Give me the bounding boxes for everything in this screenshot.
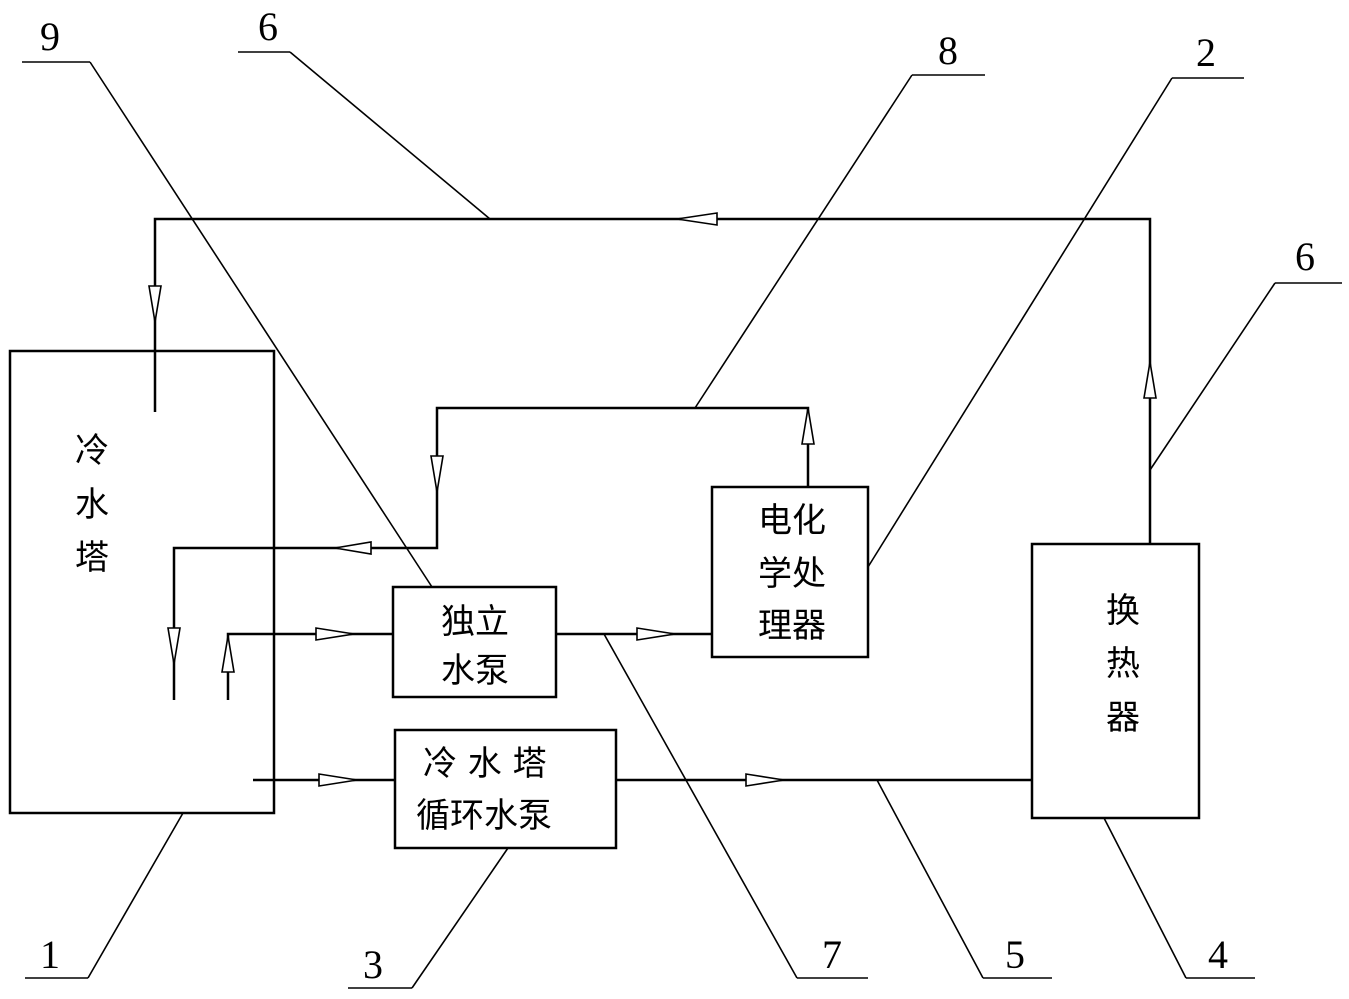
circulation-pump-label-1: 冷 水 塔: [423, 744, 547, 784]
heat-exchanger-box: [1030, 542, 1201, 820]
flow-arrow-icon: [318, 773, 358, 787]
flow-arrow-icon: [676, 212, 718, 226]
ref-number-6-right: 6: [1295, 234, 1315, 279]
flow-arrow-icon: [1143, 361, 1157, 399]
ref-number-2: 2: [1196, 30, 1216, 75]
flow-arrow-icon: [315, 627, 355, 641]
leader-3: [411, 847, 509, 989]
leader-2: [867, 77, 1173, 568]
leader-5: [876, 779, 984, 979]
ref-number-6-top: 6: [258, 4, 278, 49]
leader-6-right: [1149, 282, 1276, 471]
ref-number-1: 1: [40, 932, 60, 977]
circulation-pump-box: [393, 728, 618, 850]
ref-number-3: 3: [363, 942, 383, 987]
leader-6-top: [289, 51, 491, 220]
heat-exchanger-label-2: 热: [1106, 644, 1140, 684]
flow-arrow-icon: [745, 773, 785, 787]
ref-number-9: 9: [40, 14, 60, 59]
ref-number-7: 7: [822, 932, 842, 977]
leader-4: [1103, 817, 1187, 979]
cooling-tower-label-2: 水: [75, 485, 109, 525]
leader-8: [694, 74, 913, 409]
electrochemical-processor-box: [710, 485, 870, 659]
flow-arrow-icon: [636, 627, 676, 641]
ref-number-4: 4: [1208, 932, 1228, 977]
cooling-tower-label-3: 塔: [75, 538, 109, 578]
ref-number-5: 5: [1005, 932, 1025, 977]
flow-arrow-icon: [148, 285, 162, 323]
leader-9: [89, 61, 433, 588]
flow-arrow-icon: [167, 627, 181, 665]
leader-1: [87, 812, 184, 979]
return-pipe: [153, 217, 1152, 544]
flow-arrow-icon: [430, 455, 444, 493]
flow-arrow-icon: [801, 407, 815, 445]
processor-label-3: 理器: [758, 606, 826, 646]
heat-exchanger-label-1: 换: [1106, 591, 1140, 631]
independent-pump-label-2: 水泵: [441, 651, 509, 691]
ref-number-8: 8: [938, 28, 958, 73]
processor-label-1: 电化: [758, 501, 826, 541]
cooling-tower-box: [8, 349, 276, 815]
cooling-tower-label-1: 冷: [75, 431, 109, 471]
independent-pump-label-1: 独立: [441, 602, 509, 642]
processor-label-2: 学处: [758, 554, 826, 594]
independent-pump-box: [391, 585, 558, 699]
flow-arrow-icon: [334, 541, 372, 555]
leader-7: [603, 633, 798, 979]
circulation-pump-label-2: 循环水泵: [416, 796, 552, 836]
heat-exchanger-label-3: 器: [1106, 698, 1140, 738]
flow-arrow-icon: [221, 635, 235, 673]
